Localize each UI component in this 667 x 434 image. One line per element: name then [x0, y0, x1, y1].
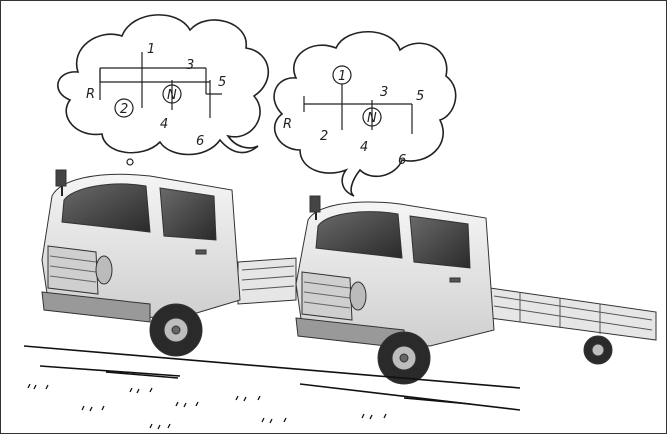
gear-4-label: 4 — [360, 140, 368, 155]
gear-6-label: 6 — [196, 134, 204, 149]
side-mirror — [310, 196, 320, 212]
cab-door-handle — [450, 278, 460, 282]
gear-2-label: 2 — [120, 102, 128, 117]
grille — [302, 272, 352, 320]
gear-5-label: 5 — [416, 89, 424, 104]
gear-1-label: 1 — [338, 69, 346, 84]
headlight — [96, 256, 112, 284]
side-window — [410, 216, 470, 268]
cab-door-handle — [196, 250, 206, 254]
gear-4-label: 4 — [160, 117, 168, 132]
gear-2-label: 2 — [320, 129, 328, 144]
grille — [48, 246, 98, 294]
reverse-label: R — [283, 117, 292, 132]
headlight — [350, 282, 366, 310]
reverse-label: R — [86, 87, 95, 102]
neutral-label: N — [367, 111, 377, 126]
cargo-bed — [238, 258, 296, 304]
gear-1-label: 1 — [147, 42, 155, 57]
side-mirror — [56, 170, 66, 186]
gear-6-label: 6 — [398, 153, 406, 168]
neutral-label: N — [167, 88, 177, 103]
side-window — [160, 188, 216, 240]
gear-3-label: 3 — [380, 85, 388, 100]
gear-5-label: 5 — [218, 75, 226, 90]
thought-dot — [127, 159, 133, 165]
gear-3-label: 3 — [186, 58, 194, 73]
